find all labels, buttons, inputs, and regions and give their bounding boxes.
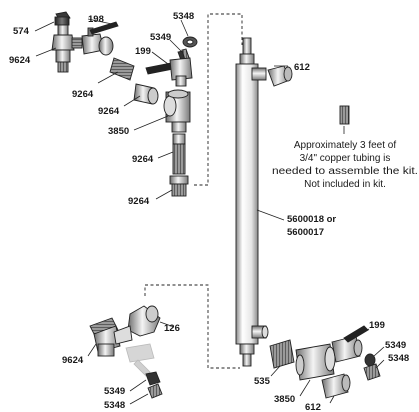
part-9264-nipple-c xyxy=(172,133,186,175)
label-5349-right: 5349 xyxy=(385,340,406,351)
label-5349-bottom: 5349 xyxy=(104,386,125,397)
part-5348-gasket-bottom xyxy=(147,383,163,399)
label-9624-top: 9624 xyxy=(9,55,31,66)
label-5349-top: 5349 xyxy=(150,32,171,43)
label-574: 574 xyxy=(13,26,30,37)
label-199-right: 199 xyxy=(369,320,385,331)
label-5348-right: 5348 xyxy=(388,353,409,364)
part-labels: 574 198 9624 9264 9264 5348 5349 199 385… xyxy=(9,11,409,412)
label-9624-bottom: 9624 xyxy=(62,355,84,366)
part-574-cap xyxy=(54,11,71,26)
label-198: 198 xyxy=(88,14,104,25)
label-3850-bottom: 3850 xyxy=(274,394,295,405)
copper-tubing-icon xyxy=(339,105,350,125)
part-9624-drain-valve-top xyxy=(51,24,83,73)
label-612-top: 612 xyxy=(294,62,310,73)
part-198-ball-valve xyxy=(81,21,119,56)
note-line-3: needed to assemble the kit. xyxy=(272,166,418,177)
part-199-valve-top xyxy=(145,57,193,87)
note-line-2: 3/4" copper tubing is xyxy=(300,153,391,164)
part-535-nipple xyxy=(269,339,295,369)
label-3850-left: 3850 xyxy=(108,126,129,137)
label-main-part-line2: 5600017 xyxy=(287,227,324,238)
part-5348-gasket-top xyxy=(182,36,198,48)
part-main-heat-exchanger xyxy=(235,37,269,367)
part-126-elbow xyxy=(127,305,161,337)
label-9264-d: 9264 xyxy=(128,196,150,207)
label-126: 126 xyxy=(164,323,180,334)
connection-lines xyxy=(144,13,243,369)
note-line-1: Approximately 3 feet of xyxy=(294,140,396,151)
part-5349-nut-bottom xyxy=(145,371,161,386)
label-9264-c: 9264 xyxy=(132,154,154,165)
copper-tubing-note: Approximately 3 feet of 3/4" copper tubi… xyxy=(272,140,418,190)
label-5348-bottom: 5348 xyxy=(104,400,125,411)
part-9624-drain-valve-bottom xyxy=(89,317,155,377)
part-9264-coupling-d xyxy=(169,175,189,197)
part-3850-tee-bottom xyxy=(295,343,336,381)
label-9264-a: 9264 xyxy=(72,89,94,100)
part-9264-nipple-a xyxy=(109,57,135,81)
part-199-valve-right xyxy=(331,325,369,363)
label-612-bottom: 612 xyxy=(305,402,321,412)
label-5348-top: 5348 xyxy=(173,11,194,22)
part-9264-coupling-b xyxy=(133,83,159,105)
part-5349-nut-right xyxy=(364,353,376,367)
note-line-4: Not included in kit. xyxy=(304,179,386,190)
part-3850-tee-left xyxy=(163,89,191,133)
part-612-adapter-top xyxy=(267,65,293,87)
label-199-top: 199 xyxy=(135,46,151,57)
label-9264-b: 9264 xyxy=(98,106,120,117)
leader-lines xyxy=(34,18,385,405)
part-612-adapter-bottom xyxy=(321,373,351,399)
label-main-part-line1: 5600018 or xyxy=(287,214,336,225)
label-535: 535 xyxy=(254,376,271,387)
